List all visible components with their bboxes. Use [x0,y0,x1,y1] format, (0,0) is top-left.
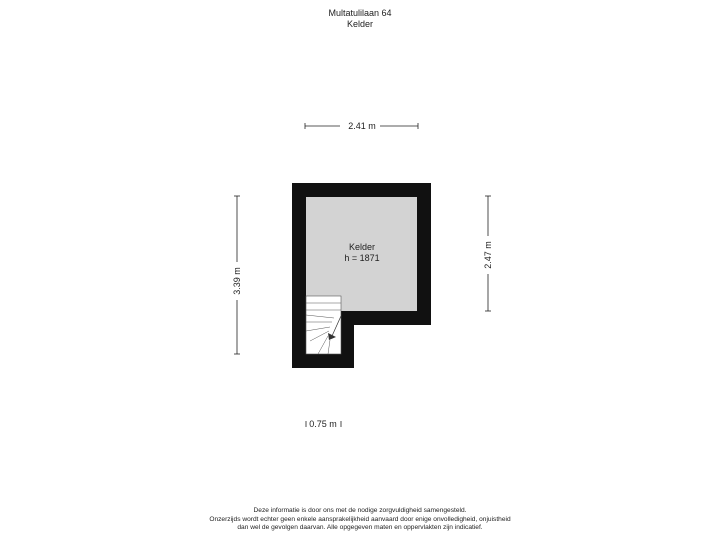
room-name: Kelder [349,242,375,252]
room-height: h = 1871 [344,253,379,263]
disclaimer-line-2: Onzerzijds wordt echter geen enkele aans… [209,515,511,523]
plan-header: Multatulilaan 64 Kelder [0,8,720,30]
dimension-top-width: 2.41 m [304,121,419,131]
staircase [305,295,342,355]
dimension-bottom-width-label: 0.75 m [309,419,337,429]
dimension-right-height: 2.47 m [483,195,493,312]
stair-direction-arrow-icon [328,333,336,340]
disclaimer: Deze informatie is door ons met de nodig… [0,507,720,533]
dimension-left-height: 3.39 m [232,195,242,355]
dimension-bottom-width: 0.75 m [305,419,342,429]
disclaimer-line-1: Deze informatie is door ons met de nodig… [253,507,467,514]
disclaimer-line-3: dan wel de gevolgen daarvan. Alle opgege… [237,524,483,531]
dimension-top-width-label: 2.41 m [348,121,376,131]
dimension-right-height-label: 2.47 m [483,241,493,269]
floor-title: Kelder [346,19,373,29]
address-title: Multatulilaan 64 [328,8,392,18]
dimension-left-height-label: 3.39 m [232,267,242,295]
